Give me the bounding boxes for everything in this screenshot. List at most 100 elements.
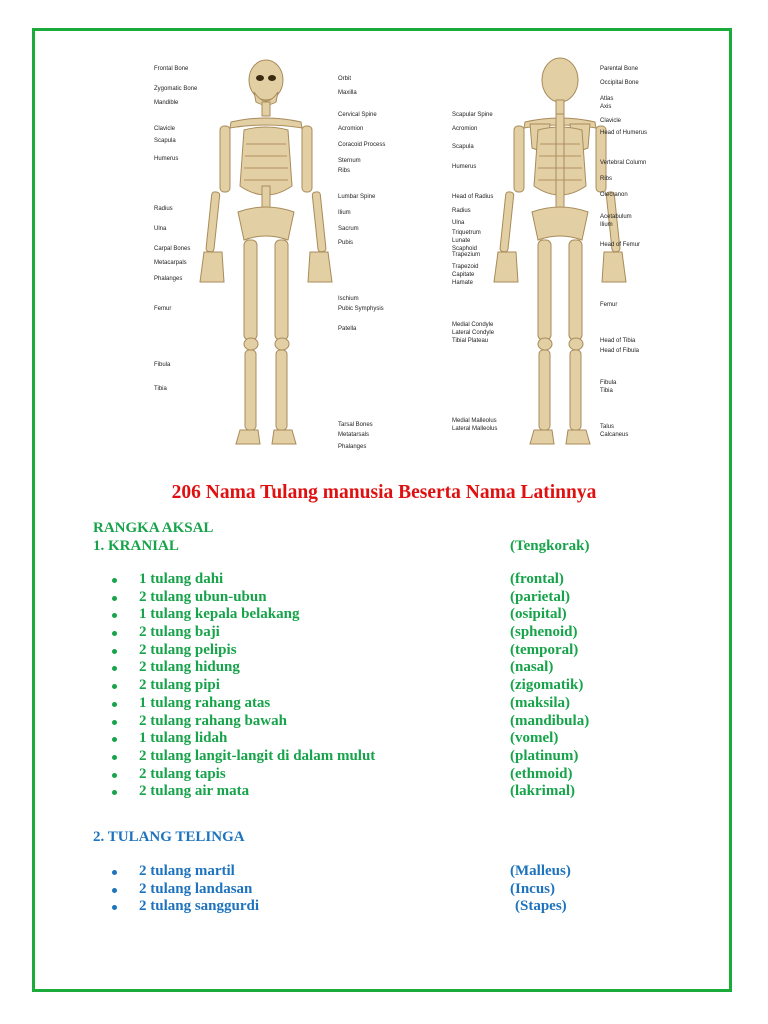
figure-label: Trapezoid	[452, 264, 479, 270]
figure-label: Scapular Spine	[452, 112, 493, 118]
figure-label: Lunate	[452, 238, 471, 244]
section-rangka-aksal: RANGKA AKSAL	[93, 520, 214, 536]
kranial-bone-name: 1 tulang rahang atas	[139, 694, 271, 711]
kranial-bone-name: 1 tulang lidah	[139, 730, 228, 747]
bullet-icon	[112, 772, 117, 778]
figure-label: Scapula	[452, 144, 474, 150]
kranial-latin-name: (maksila)	[510, 694, 570, 711]
figure-label: Ilium	[600, 222, 613, 228]
bullet-icon	[112, 754, 117, 760]
kranial-item: 1 tulang lidah (vomel)	[112, 730, 632, 748]
figure-label: Phalanges	[154, 276, 183, 282]
kranial-bone-name: 2 tulang langit-langit di dalam mulut	[139, 747, 376, 764]
figure-label: Ribs	[600, 176, 613, 182]
telinga-item: 2 tulang sanggurdi(Stapes)	[112, 898, 632, 916]
kranial-item: 2 tulang rahang bawah (mandibula)	[112, 713, 632, 731]
figure-label: Calcaneus	[600, 432, 629, 438]
kranial-item: 2 tulang langit-langit di dalam mulut (pl…	[112, 748, 632, 766]
figure-label: Metacarpals	[154, 260, 187, 266]
section-tulang-telinga-heading: 2. TULANG TELINGA	[93, 829, 245, 845]
figure-label: Maxilla	[338, 90, 357, 96]
figure-label: Head of Tibia	[600, 338, 636, 344]
telinga-bone-name: 2 tulang landasan	[139, 880, 253, 897]
figure-label: Parental Bone	[600, 66, 639, 72]
figure-label: Tibia	[154, 386, 167, 392]
kranial-bone-name: 2 tulang ubun-ubun	[139, 588, 267, 605]
figure-label: Zygomatic Bone	[154, 86, 198, 92]
figure-label: Olecranon	[600, 192, 628, 198]
kranial-bone-name: 2 tulang pelipis	[139, 641, 237, 658]
figure-label: Occipital Bone	[600, 80, 639, 86]
figure-label: Scaphoid	[452, 246, 478, 252]
kranial-latin-name: (vomel)	[510, 730, 559, 747]
bullet-icon	[112, 595, 117, 601]
kranial-latin-name: (platinum)	[510, 747, 579, 764]
figure-label: Medial Condyle	[452, 322, 494, 328]
kranial-latin-name: (sphenoid)	[510, 624, 578, 641]
figure-label: Ulna	[154, 226, 167, 232]
figure-label: Clavicle	[600, 118, 622, 124]
kranial-latin-name: (temporal)	[510, 641, 579, 658]
figure-label: Acetabulum	[600, 214, 632, 220]
figure-label: Ischium	[338, 296, 359, 302]
page-title: 206 Nama Tulang manusia Beserta Nama Lat…	[171, 482, 597, 503]
figure-label: Atlas	[600, 96, 614, 102]
kranial-item: 1 tulang dahi (frontal)	[112, 571, 632, 589]
kranial-bone-name: 2 tulang pipi	[139, 677, 220, 694]
telinga-list: 2 tulang martil(Malleus)2 tulang landasa…	[112, 863, 632, 916]
kranial-item: 2 tulang pelipis (temporal)	[112, 642, 632, 660]
bullet-icon	[112, 737, 117, 743]
kranial-item: 2 tulang baji(sphenoid)	[112, 624, 632, 642]
telinga-bone-name: 2 tulang martil	[139, 863, 235, 879]
telinga-item: 2 tulang martil(Malleus)	[112, 863, 632, 881]
telinga-bone-name: 2 tulang sanggurdi	[139, 898, 260, 915]
bullet-icon	[112, 666, 117, 672]
kranial-bone-name: 1 tulang kepala belakang	[139, 606, 300, 623]
bullet-icon	[112, 887, 117, 893]
skeleton-front-illustration	[199, 59, 333, 445]
figure-label: Fibula	[600, 380, 617, 386]
bullet-icon	[112, 701, 117, 707]
figure-label: Fibula	[154, 362, 171, 368]
figure-label: Pubic Symphysis	[338, 306, 384, 312]
kranial-latin-name: (mandibula)	[510, 712, 590, 729]
kranial-latin-name: (frontal)	[510, 571, 564, 587]
figure-label: Lumbar Spine	[338, 194, 376, 200]
bullet-icon	[112, 790, 117, 796]
kranial-bone-name: 2 tulang hidung	[139, 659, 240, 676]
kranial-latin-name: (zigomatik)	[510, 677, 584, 694]
figure-label: Cervical Spine	[338, 112, 377, 118]
bullet-icon	[112, 719, 117, 725]
figure-label: Patella	[338, 326, 357, 332]
figure-label: Lateral Malleolus	[452, 426, 498, 432]
figure-label: Humerus	[154, 156, 179, 162]
figure-label: Carpal Bones	[154, 246, 191, 252]
figure-label: Coracoid Process	[338, 142, 386, 148]
figure-label: Clavicle	[154, 126, 176, 132]
page-border	[32, 28, 732, 992]
kranial-item: 2 tulang hidung(nasal)	[112, 659, 632, 677]
telinga-item: 2 tulang landasan (Incus)	[112, 881, 632, 899]
kranial-item: 1 tulang rahang atas (maksila)	[112, 695, 632, 713]
figure-label: Femur	[154, 306, 172, 312]
figure-label: Mandible	[154, 100, 179, 106]
figure-label: Femur	[600, 302, 618, 308]
figure-label: Medial Malleolus	[452, 418, 497, 424]
bullet-icon	[112, 870, 117, 875]
section-kranial-heading: 1. KRANIAL	[93, 538, 179, 554]
bullet-icon	[112, 578, 117, 583]
figure-label: Acromion	[338, 126, 364, 132]
kranial-bone-name: 1 tulang dahi	[139, 571, 224, 587]
figure-label: Lateral Condyle	[452, 330, 495, 336]
figure-label: Head of Radius	[452, 194, 494, 200]
kranial-bone-name: 2 tulang rahang bawah	[139, 712, 287, 729]
figure-label: Sternum	[338, 158, 361, 164]
figure-label: Tibia	[600, 388, 613, 394]
telinga-latin-name: (Incus)	[510, 880, 556, 897]
kranial-latin-name: (ethmoid)	[510, 765, 573, 782]
kranial-list: 1 tulang dahi (frontal) 2 tulang ubun-ubun…	[112, 571, 632, 801]
figure-label: Humerus	[452, 164, 477, 170]
figure-label: Acromion	[452, 126, 478, 132]
kranial-item: 1 tulang kepala belakang(osipital)	[112, 606, 632, 624]
